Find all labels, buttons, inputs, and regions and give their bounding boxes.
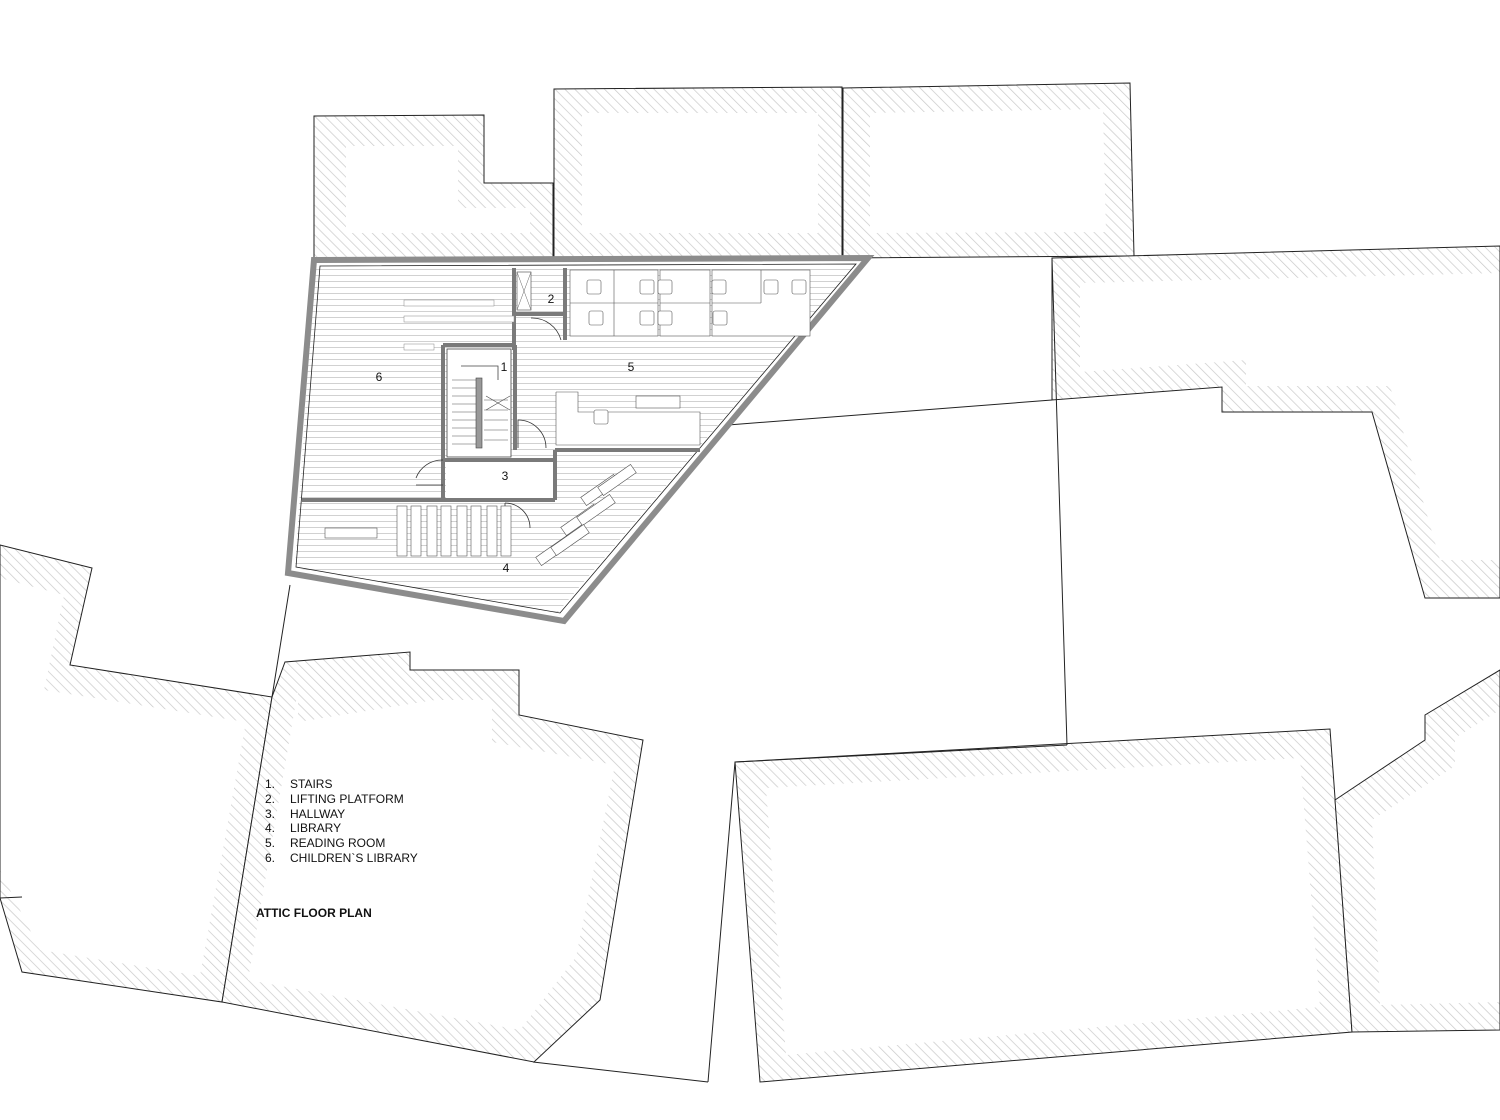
- legend-text: HALLWAY: [290, 807, 345, 821]
- legend-text: READING ROOM: [290, 836, 385, 850]
- library-furniture: [324, 464, 637, 566]
- legend-num: 2.: [265, 792, 275, 806]
- legend-num: 6.: [265, 851, 275, 865]
- legend-text: STAIRS: [290, 777, 332, 791]
- legend-text: LIBRARY: [290, 821, 341, 835]
- room-number-lift: 2: [548, 292, 555, 306]
- plot-outlines: [0, 257, 1068, 1083]
- legend-num: 3.: [265, 807, 275, 821]
- legend-text: CHILDREN`S LIBRARY: [290, 851, 418, 865]
- legend: 1. STAIRS 2. LIFTING PLATFORM 3. HALLWAY…: [265, 777, 418, 865]
- room-number-stairs: 1: [501, 360, 508, 374]
- drawing-title: ATTIC FLOOR PLAN: [256, 906, 372, 920]
- neighbor-buildings: [0, 82, 1500, 1083]
- room-number-children: 6: [376, 370, 383, 384]
- room-number-reading: 5: [628, 360, 635, 374]
- room-number-hallway: 3: [502, 469, 509, 483]
- legend-num: 1.: [265, 777, 275, 791]
- legend-text: LIFTING PLATFORM: [290, 792, 404, 806]
- reading-room-furniture: [555, 269, 811, 446]
- room-number-library: 4: [503, 561, 510, 575]
- main-building: 1 2 3 4 5 6: [284, 254, 875, 625]
- legend-num: 4.: [265, 821, 275, 835]
- legend-num: 5.: [265, 836, 275, 850]
